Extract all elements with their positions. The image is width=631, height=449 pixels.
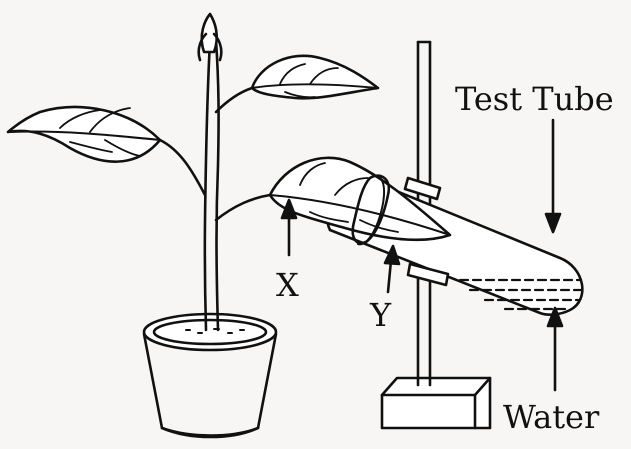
leaf-right-upper: [252, 56, 378, 98]
label-water: Water: [503, 398, 600, 436]
pot: [144, 314, 276, 437]
label-x: X: [276, 266, 299, 304]
leaf-left: [8, 107, 160, 162]
stand-base: [382, 378, 490, 428]
label-y: Y: [369, 296, 392, 334]
arrow-water: [548, 308, 562, 390]
label-test-tube: Test Tube: [455, 80, 614, 118]
arrow-test-tube: [546, 120, 560, 232]
